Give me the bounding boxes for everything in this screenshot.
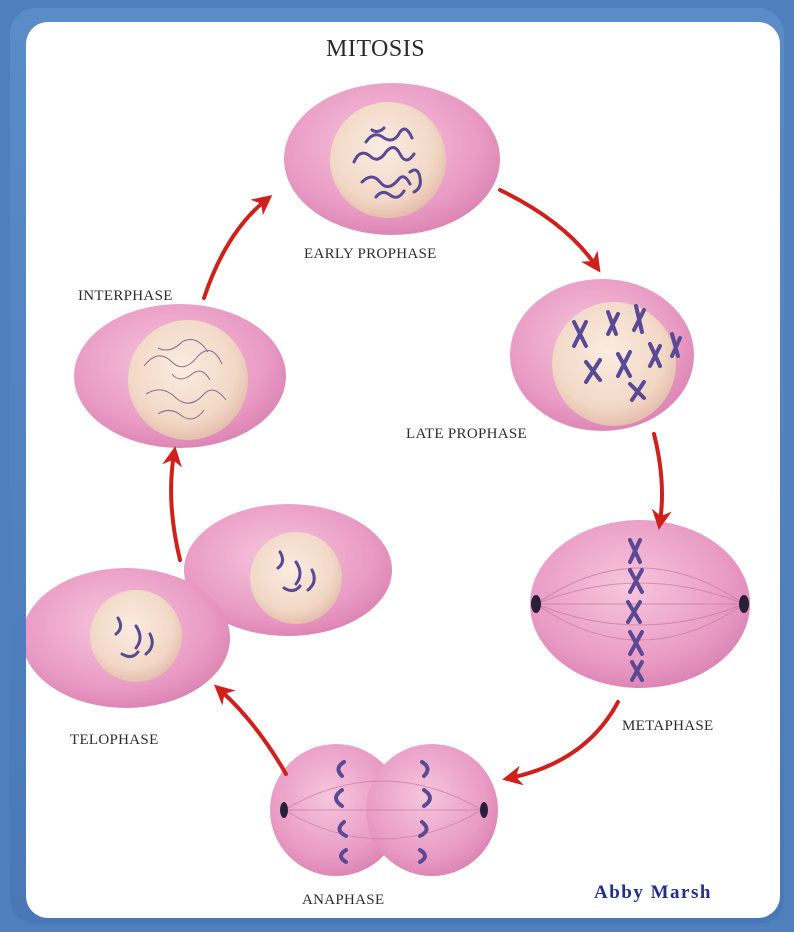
interphase-cell [74, 304, 286, 448]
arrow-metaphase-to-anaphase [510, 702, 618, 778]
label-early-prophase: EARLY PROPHASE [304, 246, 437, 263]
telophase-cells [26, 504, 392, 708]
early-prophase-cell [284, 83, 500, 235]
label-telophase: TELOPHASE [70, 732, 159, 749]
label-anaphase: ANAPHASE [302, 892, 384, 909]
arrow-early-to-late [500, 190, 596, 266]
label-interphase: INTERPHASE [78, 288, 173, 305]
diagram-title: MITOSIS [326, 36, 425, 63]
arrow-anaphase-to-telophase [220, 690, 286, 774]
arrow-telophase-to-interphase [171, 454, 180, 560]
late-prophase-cell [510, 279, 694, 431]
centrosome-right [739, 595, 749, 613]
cycle-arrows [171, 190, 662, 778]
label-late-prophase: LATE PROPHASE [406, 426, 527, 443]
author-credit: Abby Marsh [594, 882, 712, 904]
arrow-interphase-to-early [204, 200, 266, 298]
label-metaphase: METAPHASE [622, 718, 714, 735]
anaphase-cell [270, 744, 498, 876]
mitosis-cycle-diagram [26, 22, 780, 918]
diagram-panel: MITOSIS EARLY PROPHASE LATE PROPHASE MET… [26, 22, 780, 918]
centrosome-left [531, 595, 541, 613]
metaphase-cell [530, 520, 750, 688]
arrow-late-to-metaphase [654, 434, 662, 522]
